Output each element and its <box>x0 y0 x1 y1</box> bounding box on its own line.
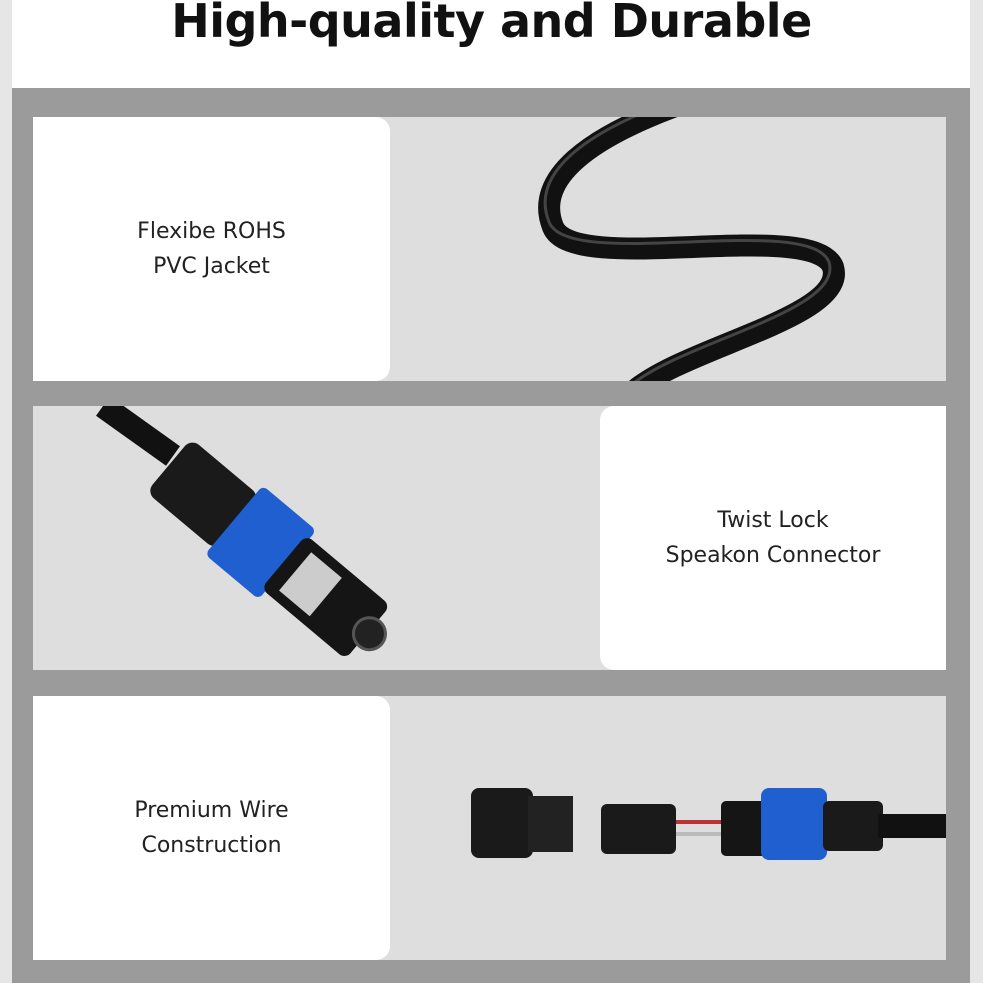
feature-line2: PVC Jacket <box>153 254 270 279</box>
right-border <box>970 0 983 983</box>
feature-panel-jacket: Flexibe ROHS PVC Jacket <box>33 117 946 381</box>
page-title: High-quality and Durable <box>171 0 812 48</box>
feature-line1: Twist Lock <box>717 508 829 533</box>
disassembled-connector-image <box>471 788 946 860</box>
speakon-connector-image <box>96 406 388 656</box>
cable-image <box>538 117 845 381</box>
feature-line2: Speakon Connector <box>665 543 881 568</box>
feature-line1: Premium Wire <box>134 798 289 823</box>
left-border <box>0 0 12 983</box>
feature-card-jacket: Flexibe ROHS PVC Jacket <box>33 117 390 381</box>
feature-line1: Flexibe ROHS <box>137 219 286 244</box>
feature-line2: Construction <box>141 833 282 858</box>
